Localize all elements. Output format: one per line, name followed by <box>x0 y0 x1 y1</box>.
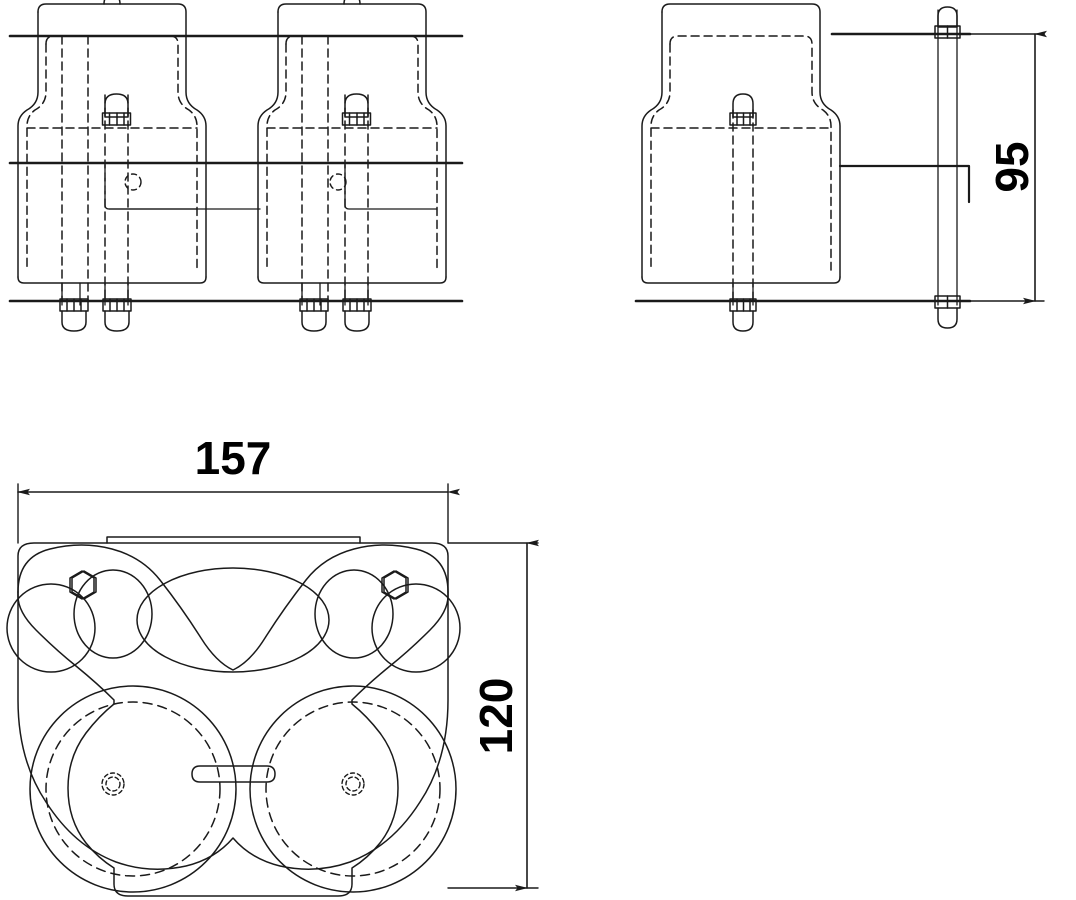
cap-nut-bottom-left-2 <box>102 298 132 332</box>
cap-nut-bottom-right-1 <box>299 298 329 332</box>
front-bracket-left <box>17 0 207 332</box>
dimension-157-label: 157 <box>195 432 272 484</box>
front-view <box>8 0 464 332</box>
plan-center-oval <box>136 567 330 673</box>
u-bolt-leg-right <box>937 9 958 306</box>
plan-oval-right <box>314 569 394 659</box>
cap-nut-ubolt-bottom <box>934 295 961 329</box>
plan-view <box>6 536 461 897</box>
cap-nut-top-right <box>341 93 372 126</box>
plan-boss-left <box>101 772 125 796</box>
plan-top-strip <box>106 536 361 544</box>
side-view <box>634 3 972 332</box>
dimension-157 <box>17 483 460 544</box>
hidden-hole-right <box>329 173 347 191</box>
dimension-95-label: 95 <box>986 141 1038 192</box>
hidden-hole-left <box>124 173 142 191</box>
hex-nut-plan-left <box>69 570 97 600</box>
plan-oval-left <box>73 569 153 659</box>
dimension-120-label: 120 <box>470 678 522 755</box>
dimension-95 <box>965 30 1047 305</box>
cap-nut-bottom-left-1 <box>59 298 89 332</box>
dimension-120 <box>447 539 539 892</box>
plan-circle-far-right <box>371 583 461 673</box>
hex-nut-plan-right <box>381 570 409 600</box>
plan-boss-right <box>341 772 365 796</box>
cap-nut-side-bottom <box>729 298 757 332</box>
cap-nut-ubolt-top <box>934 6 961 39</box>
cap-nut-side-top <box>729 93 757 126</box>
leader-line-95 <box>838 164 971 204</box>
front-bracket-right <box>108 0 447 332</box>
plan-circle-far-left <box>6 583 96 673</box>
side-view-rails <box>634 32 972 303</box>
front-view-rails <box>8 34 464 303</box>
cap-nut-top-left <box>101 93 132 126</box>
plan-center-slot <box>191 765 276 783</box>
cap-nut-bottom-right-2 <box>342 298 372 332</box>
